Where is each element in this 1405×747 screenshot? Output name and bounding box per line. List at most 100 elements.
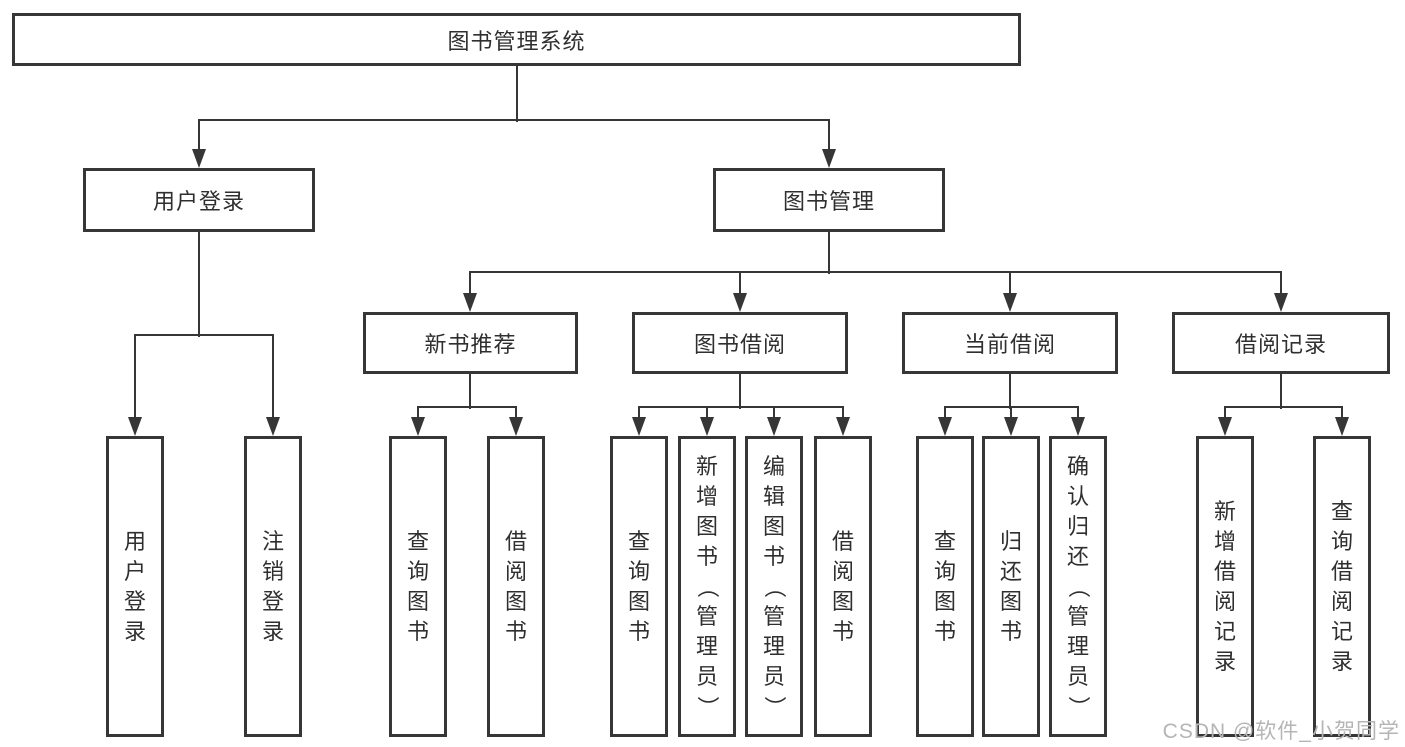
node-label-char: 图 xyxy=(999,588,1022,614)
node-leaf-return-books: 归还图书 xyxy=(982,436,1040,737)
node-label-char: 增 xyxy=(1213,528,1236,554)
arrowhead-down-icon xyxy=(509,417,523,436)
node-label-char: 借 xyxy=(1213,558,1236,584)
node-label-char: 书 xyxy=(999,618,1022,644)
node-label-char: 辑 xyxy=(762,483,785,509)
node-label: 当前借阅 xyxy=(963,332,1056,357)
node-label: 图书管理系统 xyxy=(447,28,586,54)
connector-line-horizontal xyxy=(944,406,1079,408)
node-label-char: （ xyxy=(1065,575,1091,598)
node-leaf-edit-books: 编辑图书（管理员） xyxy=(745,436,803,737)
node-label-char: 还 xyxy=(999,558,1022,584)
connector-line-vertical xyxy=(706,407,708,422)
node-label-char: 管 xyxy=(695,603,718,629)
node-label-char: 员 xyxy=(1066,663,1089,689)
node-label-char: 询 xyxy=(406,558,429,584)
node-label-char: 查 xyxy=(1330,498,1353,524)
node-label-char: 阅 xyxy=(504,558,527,584)
node-leaf-borrow-books-1: 借阅图书 xyxy=(487,436,545,737)
node-label-char: 书 xyxy=(933,618,956,644)
connector-line-vertical xyxy=(944,407,946,422)
node-label-char: 理 xyxy=(1066,633,1089,659)
arrowhead-down-icon xyxy=(1004,417,1018,436)
node-leaf-query-books-3: 查询图书 xyxy=(916,436,974,737)
node-leaf-query-record: 查询借阅记录 xyxy=(1313,436,1371,737)
node-label-char: 图 xyxy=(695,513,718,539)
node-label-char: 查 xyxy=(933,528,956,554)
arrowhead-down-icon xyxy=(836,417,850,436)
node-user-login: 用户登录 xyxy=(83,168,315,232)
connector-line-horizontal xyxy=(638,406,844,408)
connector-line-vertical xyxy=(828,120,830,155)
connector-line-vertical xyxy=(739,374,741,409)
connector-line-vertical xyxy=(272,335,274,422)
arrowhead-down-icon xyxy=(733,293,747,312)
node-label-char: 书 xyxy=(627,618,650,644)
node-label-char: 借 xyxy=(504,528,527,554)
node-label-char: 图 xyxy=(627,588,650,614)
node-leaf-query-books-1: 查询图书 xyxy=(389,436,447,737)
node-leaf-query-books-2: 查询图书 xyxy=(610,436,668,737)
node-label-char: 询 xyxy=(627,558,650,584)
node-label-char: 书 xyxy=(406,618,429,644)
connector-line-vertical xyxy=(1341,407,1343,422)
arrowhead-down-icon xyxy=(1071,417,1085,436)
node-label-char: 编 xyxy=(762,453,785,479)
node-label-char: 书 xyxy=(762,543,785,569)
node-label-char: 询 xyxy=(933,558,956,584)
node-label-char: 登 xyxy=(123,588,146,614)
node-label-char: ） xyxy=(694,695,720,718)
connector-line-vertical xyxy=(198,120,200,155)
connector-line-vertical xyxy=(842,407,844,422)
arrowhead-down-icon xyxy=(1274,293,1288,312)
node-label-char: 注 xyxy=(261,528,284,554)
node-leaf-add-record: 新增借阅记录 xyxy=(1196,436,1254,737)
arrowhead-down-icon xyxy=(938,417,952,436)
connector-line-vertical xyxy=(828,232,830,274)
connector-line-vertical xyxy=(515,407,517,422)
node-label-char: 书 xyxy=(695,543,718,569)
node-label-char: 增 xyxy=(695,483,718,509)
node-label-char: 员 xyxy=(695,663,718,689)
connector-line-vertical xyxy=(516,66,518,122)
connector-line-vertical xyxy=(1009,374,1011,409)
connector-line-vertical xyxy=(1010,407,1012,422)
node-label-char: 认 xyxy=(1066,483,1089,509)
connector-line-horizontal xyxy=(198,119,830,121)
node-label-char: 图 xyxy=(762,513,785,539)
node-label-char: 书 xyxy=(504,618,527,644)
node-label-char: 图 xyxy=(406,588,429,614)
connector-line-vertical xyxy=(1009,272,1011,299)
node-label-char: 确 xyxy=(1066,453,1089,479)
node-label-char: 借 xyxy=(1330,558,1353,584)
arrowhead-down-icon xyxy=(463,293,477,312)
node-label: 用户登录 xyxy=(152,189,245,214)
node-label-char: 阅 xyxy=(1330,588,1353,614)
node-label-char: 书 xyxy=(831,618,854,644)
node-label-char: 录 xyxy=(1213,648,1236,674)
node-label-char: 新 xyxy=(695,453,718,479)
arrowhead-down-icon xyxy=(1335,417,1349,436)
node-leaf-logout: 注销登录 xyxy=(244,436,302,737)
connector-line-vertical xyxy=(469,374,471,409)
node-label: 图书借阅 xyxy=(693,332,786,357)
connector-line-vertical xyxy=(638,407,640,422)
arrowhead-down-icon xyxy=(1218,417,1232,436)
connector-line-horizontal xyxy=(1224,406,1343,408)
arrowhead-down-icon xyxy=(632,417,646,436)
arrowhead-down-icon xyxy=(767,417,781,436)
node-label: 借阅记录 xyxy=(1234,332,1327,357)
node-root: 图书管理系统 xyxy=(12,13,1021,66)
node-label-char: 图 xyxy=(831,588,854,614)
node-borrow-records: 借阅记录 xyxy=(1172,312,1390,374)
connector-line-vertical xyxy=(198,232,200,337)
connector-line-vertical xyxy=(1224,407,1226,422)
connector-line-vertical xyxy=(134,335,136,422)
connector-line-horizontal xyxy=(134,334,274,336)
node-label-char: 户 xyxy=(123,558,146,584)
connector-line-horizontal xyxy=(469,271,1282,273)
node-label-char: （ xyxy=(694,575,720,598)
node-label-char: 录 xyxy=(1330,648,1353,674)
node-label: 图书管理 xyxy=(782,189,875,214)
